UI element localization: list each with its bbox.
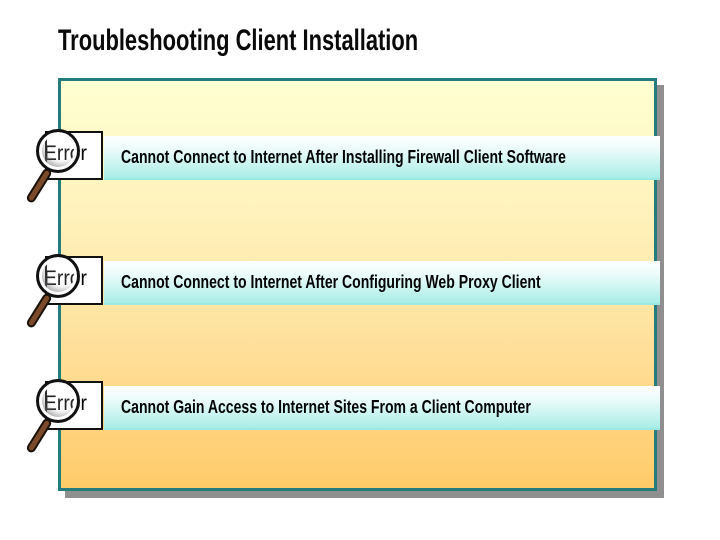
- magnifier-handle-icon: [25, 167, 53, 205]
- error-bar: Cannot Connect to Internet After Configu…: [104, 261, 660, 305]
- magnifier-lens-icon: [36, 129, 80, 173]
- error-bar-label: Cannot Connect to Internet After Install…: [121, 146, 566, 167]
- magnifier-error-icon: Error: [25, 378, 136, 480]
- page-title: Troubleshooting Client Installation: [58, 24, 419, 57]
- error-row: Cannot Gain Access to Internet Sites Fro…: [25, 378, 662, 480]
- magnifier-lens-icon: [36, 254, 80, 298]
- error-bar: Cannot Connect to Internet After Install…: [104, 136, 660, 180]
- magnifier-handle-icon: [25, 417, 53, 455]
- magnifier-error-icon: Error: [25, 128, 136, 230]
- magnifier-error-icon: Error: [25, 253, 136, 355]
- magnifier-lens-icon: [36, 379, 80, 423]
- error-row: Cannot Connect to Internet After Configu…: [25, 253, 662, 355]
- error-bar-label: Cannot Gain Access to Internet Sites Fro…: [121, 396, 531, 417]
- magnifier-handle-icon: [25, 292, 53, 330]
- error-row: Cannot Connect to Internet After Install…: [25, 128, 662, 230]
- error-bar-label: Cannot Connect to Internet After Configu…: [121, 271, 541, 292]
- error-bar: Cannot Gain Access to Internet Sites Fro…: [104, 386, 660, 430]
